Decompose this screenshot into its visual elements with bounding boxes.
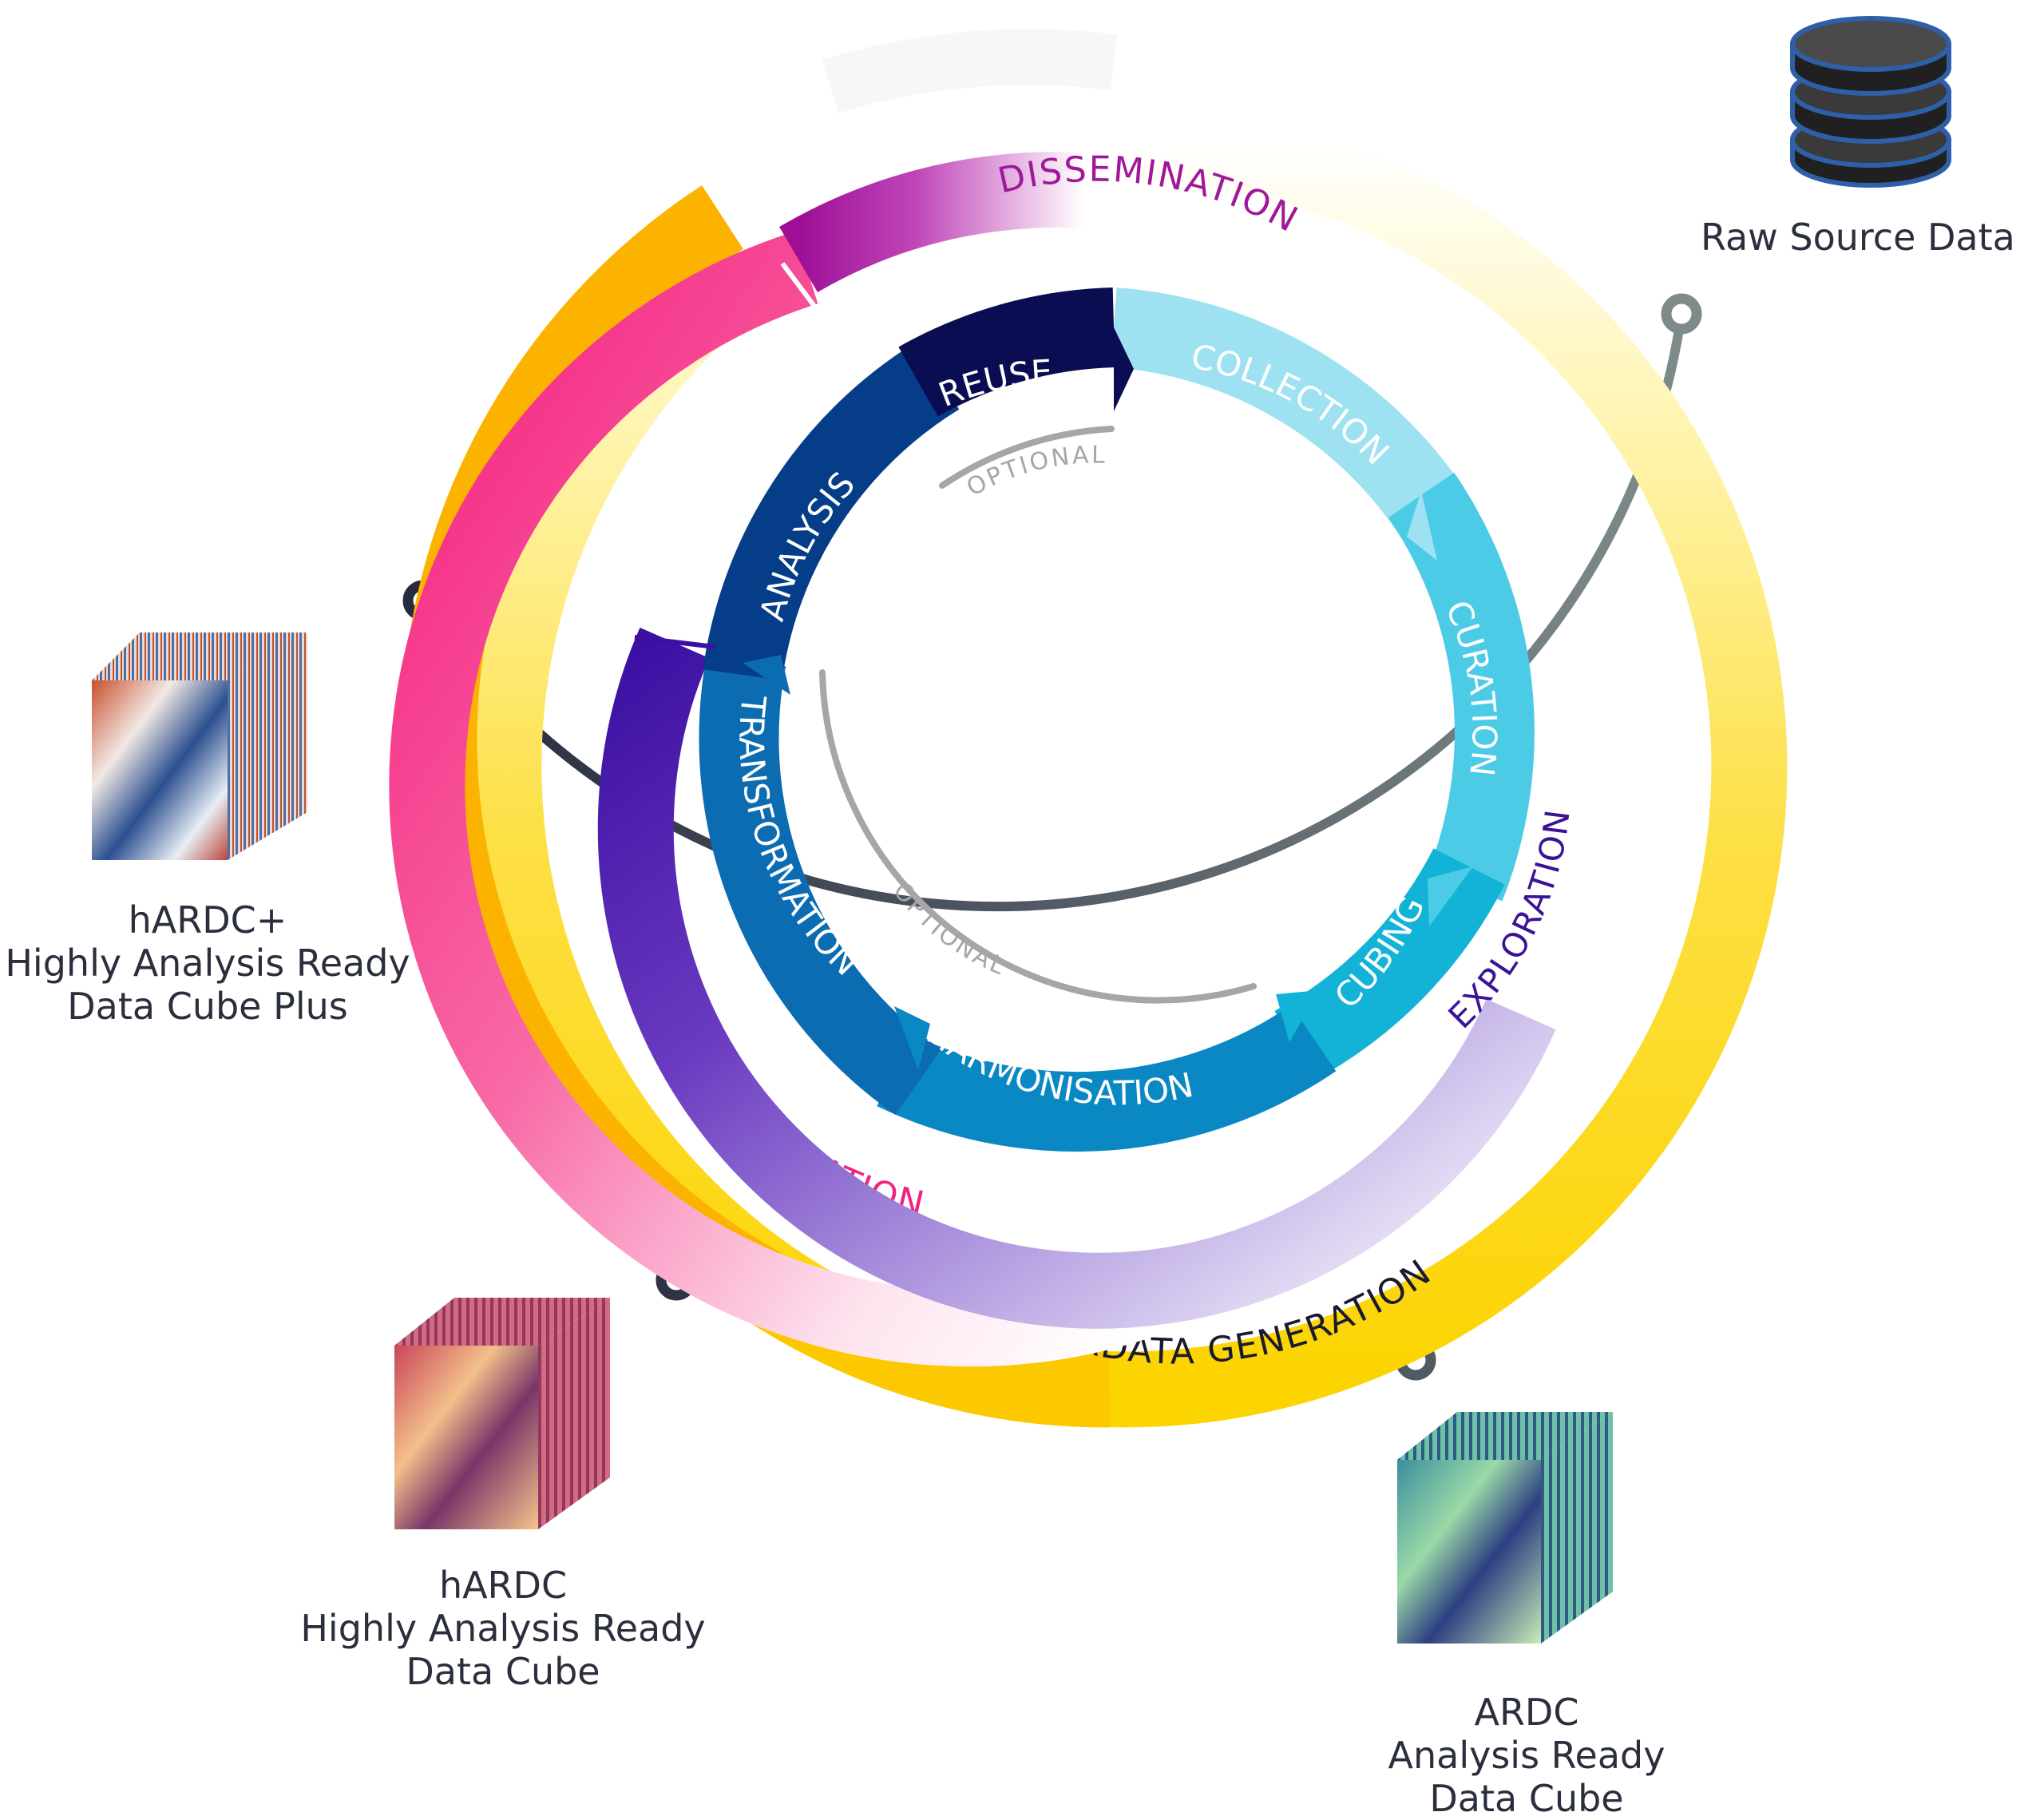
ardc-caption: ARDC Analysis Ready Data Cube: [1388, 1691, 1666, 1820]
hardc-plus-caption: hARDC+ Highly Analysis Ready Data Cube P…: [5, 898, 410, 1028]
hardc-caption: hARDC Highly Analysis Ready Data Cube: [300, 1564, 706, 1693]
segment-transformation[interactable]: [699, 651, 941, 1115]
ardc-cube-icon[interactable]: [1397, 1412, 1613, 1644]
optional-bottom-label: OPTIONAL: [887, 878, 1010, 981]
hardc-plus-cube-icon[interactable]: [92, 632, 307, 860]
segment-analysis[interactable]: [703, 341, 960, 681]
database-icon[interactable]: [1790, 16, 1951, 188]
segment-harmonisation[interactable]: [877, 1005, 1337, 1152]
segment-curation[interactable]: [1388, 472, 1535, 902]
segment-cubing[interactable]: [1273, 847, 1505, 1082]
optional-markers: OPTIONAL OPTIONAL: [819, 426, 1257, 1004]
optional-top-label: OPTIONAL: [962, 441, 1107, 502]
hardc-cube-icon[interactable]: [394, 1298, 610, 1529]
segment-reuse[interactable]: [898, 287, 1115, 417]
segment-collection[interactable]: [1111, 287, 1468, 537]
inner-lifecycle-ring: REUSE COLLECTION CURATION CUBING HARMONI…: [634, 287, 1535, 1152]
raw-source-data-caption: Raw Source Data: [1701, 216, 2015, 259]
track-node-raw[interactable]: [1661, 293, 1702, 335]
